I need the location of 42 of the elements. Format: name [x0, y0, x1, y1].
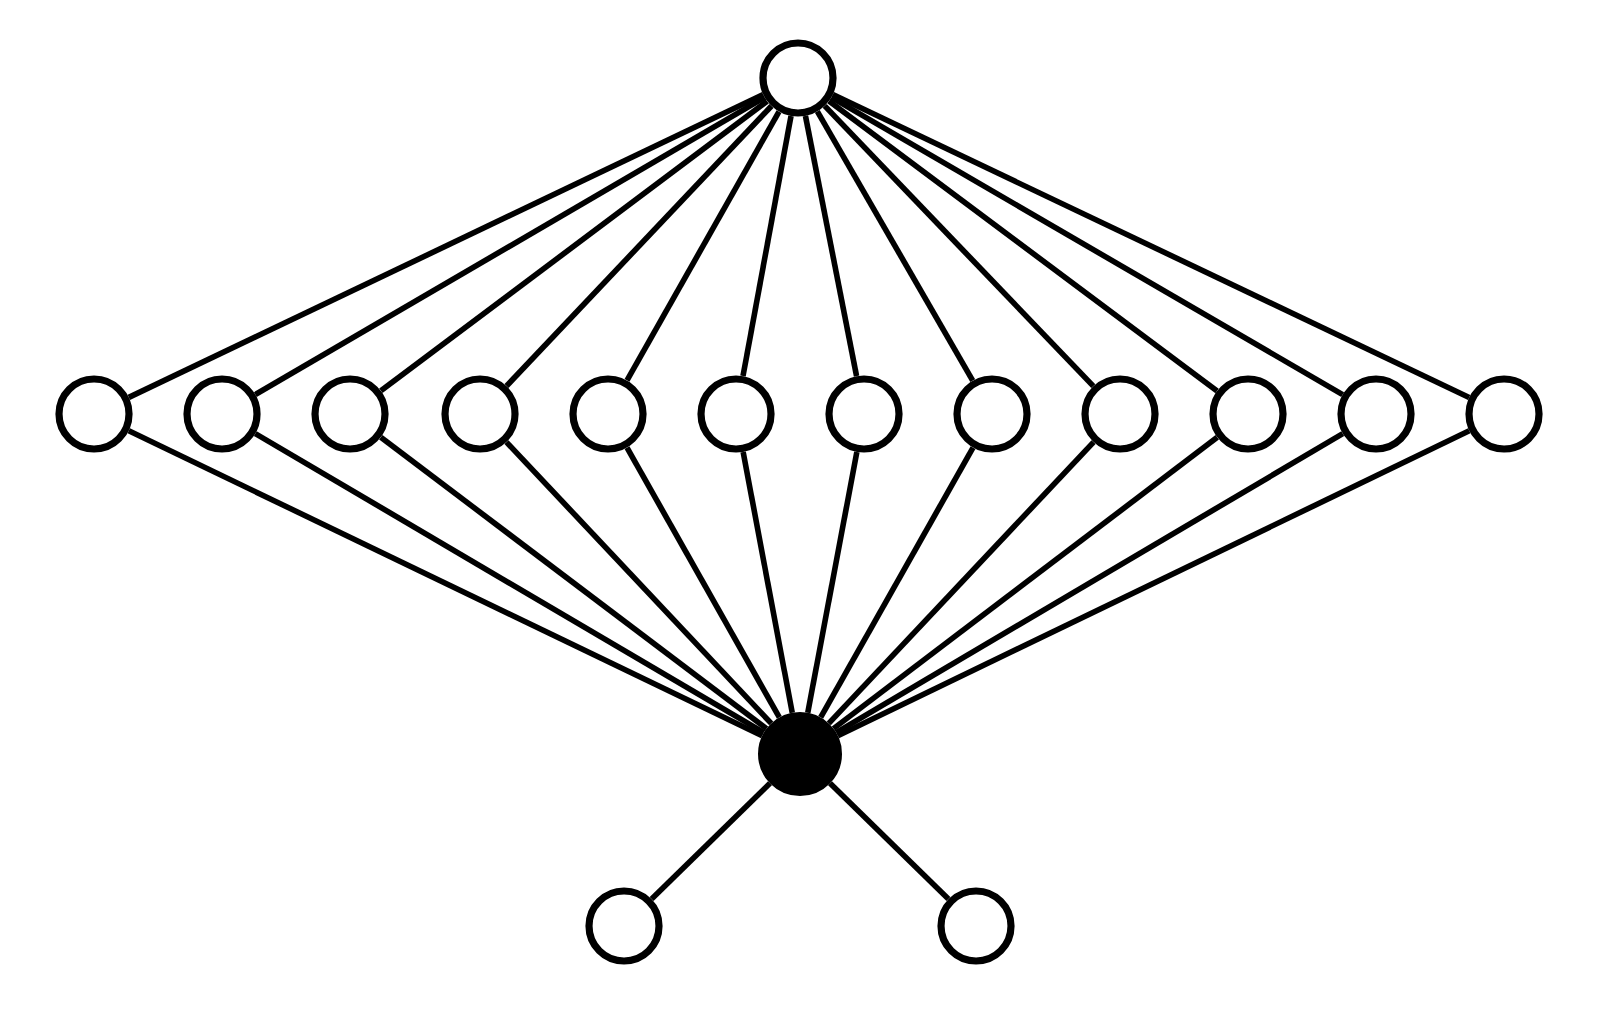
- circle-node: [697, 375, 775, 453]
- connector-line: [836, 428, 1471, 739]
- connector-line: [740, 451, 795, 714]
- connector-line: [504, 440, 774, 726]
- connector-line: [831, 92, 1471, 400]
- connector-line: [127, 92, 765, 400]
- circle-node: [953, 375, 1031, 453]
- connector-line: [624, 110, 782, 382]
- connector-line: [624, 446, 782, 719]
- connector-line: [822, 103, 1096, 389]
- dot-node: [758, 712, 842, 796]
- circle-node: [1209, 375, 1287, 453]
- circle-node: [569, 375, 647, 453]
- connector-line: [827, 98, 1219, 394]
- circle-node: [825, 375, 903, 453]
- connector-line: [834, 431, 1345, 736]
- connector-line: [814, 110, 976, 382]
- connector-line: [740, 115, 794, 377]
- circle-node: [759, 39, 837, 117]
- connector-line: [127, 428, 764, 739]
- connector-line: [379, 98, 769, 394]
- connector-line: [379, 435, 769, 731]
- connector-line: [826, 440, 1096, 726]
- connector-line: [649, 781, 772, 902]
- connector-line: [829, 94, 1345, 398]
- connector-line: [805, 451, 860, 714]
- circle-node: [937, 887, 1015, 965]
- circle-node: [55, 375, 133, 453]
- connector-line: [802, 115, 860, 377]
- circle-node: [183, 375, 261, 453]
- circle-node: [1337, 375, 1415, 453]
- circle-node: [311, 375, 389, 453]
- connector-line: [253, 95, 767, 397]
- connector-line: [253, 431, 766, 736]
- circle-node: [1465, 375, 1543, 453]
- circle-node: [585, 887, 663, 965]
- connector-line: [818, 446, 976, 719]
- connector-line: [828, 781, 951, 902]
- connector-line: [831, 435, 1219, 731]
- connector-line: [504, 104, 774, 388]
- circle-node: [441, 375, 519, 453]
- circle-node: [1081, 375, 1159, 453]
